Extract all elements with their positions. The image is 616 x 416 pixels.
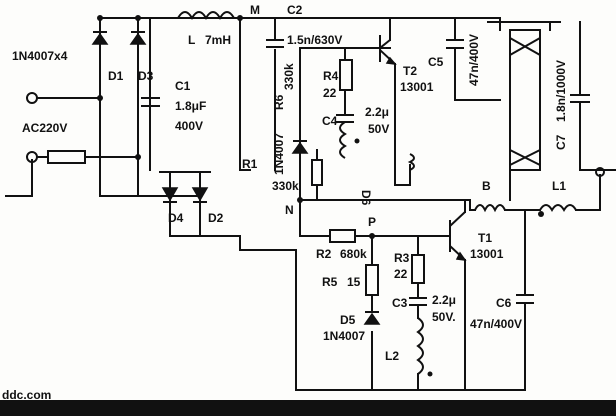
l1-label: L1 (552, 179, 566, 193)
t2-base-network (299, 47, 391, 201)
t2-part: 13001 (400, 80, 434, 94)
diode-d2-icon (191, 187, 209, 202)
input-label: AC220V (22, 121, 67, 135)
diode-d1-icon (91, 32, 109, 45)
c1-voltage: 400V (175, 119, 203, 133)
c2-label: C2 (287, 3, 303, 17)
fluorescent-lamp-icon (487, 21, 561, 201)
node-n-label: N (285, 203, 294, 217)
scan-edge (0, 400, 616, 416)
c1-value: 1.8μF (175, 99, 206, 113)
resistor-r3-icon (411, 254, 425, 284)
fuse-icon (47, 150, 86, 164)
d6-part: 1N4007 (272, 133, 286, 175)
c2-value: 1.5n/630V (287, 33, 342, 47)
c6-value: 47n/400V (470, 317, 522, 331)
c5-value: 47n/400V (467, 34, 481, 86)
inductor-l1-icon (539, 204, 577, 212)
t1-label: T1 (478, 231, 492, 245)
inductor-l-label: L (188, 33, 195, 47)
c3-label: C3 (392, 296, 408, 310)
t1-part: 13001 (470, 247, 504, 261)
r6-value: 330k (282, 63, 296, 90)
l2-label: L2 (385, 349, 399, 363)
r4-value: 22 (323, 86, 337, 100)
transformer-winding-icon (407, 153, 415, 171)
r3-label: R3 (394, 251, 410, 265)
inductor-l2-icon (416, 317, 424, 375)
d2-label: D2 (208, 211, 224, 225)
bridge-diodes-label: 1N4007x4 (12, 49, 68, 63)
capacitor-c1 (141, 97, 160, 107)
inductor-l (149, 11, 251, 171)
c3-voltage: 50V. (432, 310, 456, 324)
c4-label: C4 (322, 114, 338, 128)
node-m-label: M (250, 3, 260, 17)
r2-label: R2 (316, 247, 332, 261)
ac-input (5, 92, 139, 197)
watermark-text: ddc.com (2, 388, 51, 402)
r1-label: R1 (242, 157, 258, 171)
r5-label: R5 (322, 275, 338, 289)
c3-value: 2.2μ (432, 293, 456, 307)
d5-part: 1N4007 (323, 329, 365, 343)
t2-label: T2 (403, 64, 417, 78)
r6-label: R6 (272, 94, 286, 110)
transistor-t1 (449, 199, 467, 391)
r1-value: 330k (272, 179, 299, 193)
diode-d3-icon (129, 32, 147, 45)
c7-label: C7 (554, 134, 568, 150)
transistor-t2 (379, 35, 397, 171)
resistor-r2-icon (329, 229, 356, 243)
c6-label: C6 (496, 296, 512, 310)
d1-label: D1 (108, 69, 124, 83)
r2-value: 680k (340, 247, 367, 261)
c1-label: C1 (175, 79, 191, 93)
r5-value: 15 (347, 275, 361, 289)
node-n-wire (299, 164, 471, 201)
resistor-r5-icon (365, 264, 379, 296)
b-label: B (482, 179, 491, 193)
c5-branch (454, 17, 501, 101)
diode-d4-icon (161, 187, 179, 202)
bridge-rectifier (91, 15, 241, 237)
c4-value: 2.2μ (365, 105, 389, 119)
d4-label: D4 (168, 211, 184, 225)
r3-value: 22 (394, 267, 408, 281)
d5-label: D5 (340, 313, 356, 327)
diode-d5-icon (363, 312, 381, 325)
bottom-rail (239, 235, 526, 391)
diode-d6-icon (291, 141, 309, 154)
inductor-b-icon (474, 204, 506, 213)
inductor-l-value: 7mH (205, 33, 231, 47)
c5-label: C5 (428, 55, 444, 69)
c4-voltage: 50V (368, 122, 389, 136)
node-p-label: P (368, 215, 376, 229)
d3-label: D3 (138, 69, 154, 83)
c7-value: 1.8n/1000V (554, 60, 568, 122)
r4-label: R4 (323, 69, 339, 83)
d6-label: D6 (359, 190, 373, 206)
